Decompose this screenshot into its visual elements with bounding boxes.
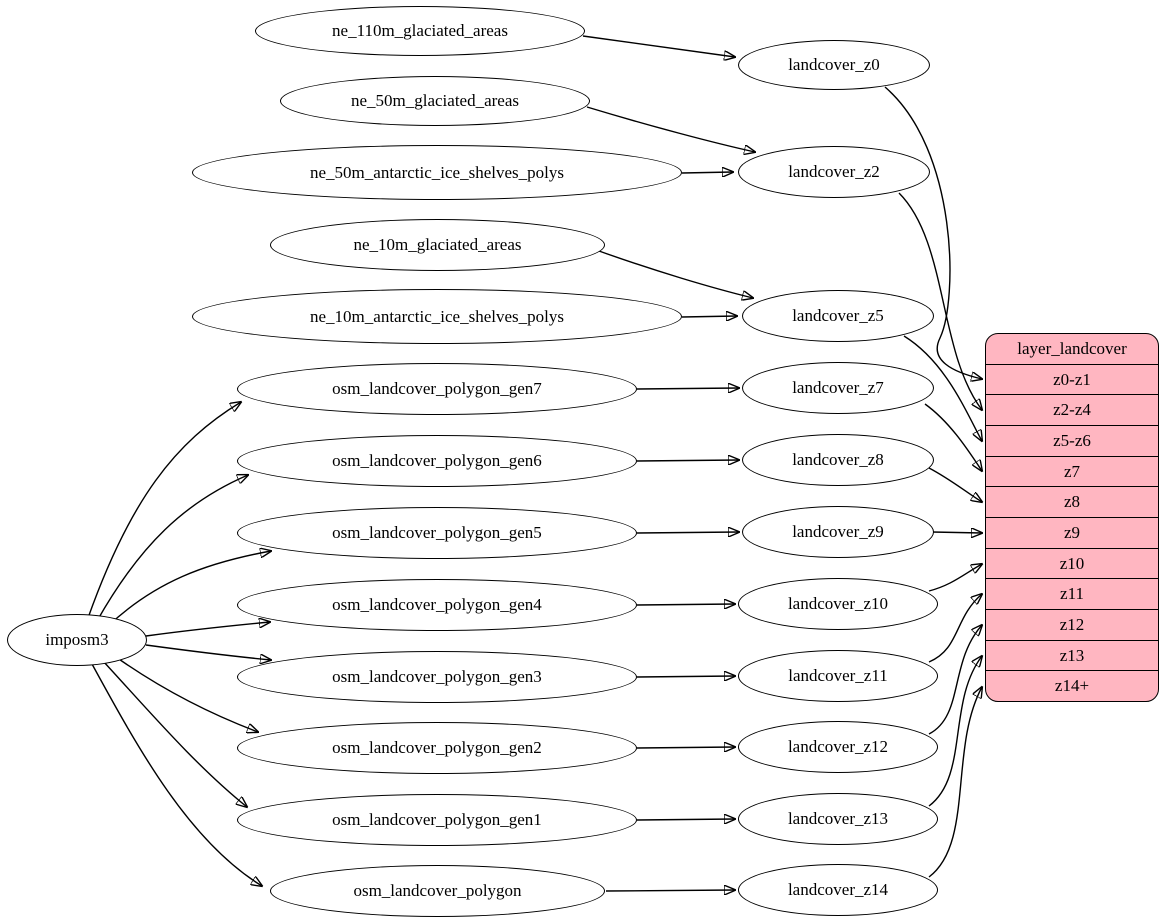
- record-row-z2-z4: z2-z4: [986, 394, 1158, 425]
- record-row-z0-z1: z0-z1: [986, 363, 1158, 395]
- edge-ne110m-to-z0: [582, 35, 735, 57]
- edge-z7-to-row-z7: [924, 403, 982, 471]
- record-row-z8: z8: [986, 486, 1158, 517]
- edge-gen7-to-z7: [636, 388, 739, 389]
- edge-z8-to-row-z8: [928, 467, 982, 502]
- edge-gen4-to-z10: [636, 604, 735, 605]
- record-layer-landcover: layer_landcover z0-z1 z2-z4 z5-z6 z7 z8 …: [985, 333, 1159, 702]
- edge-gen5-to-z9: [636, 532, 739, 533]
- node-landcover-z2: landcover_z2: [738, 146, 930, 198]
- edge-imposm3-to-gen2: [115, 656, 258, 732]
- node-osm-landcover-polygon-gen1: osm_landcover_polygon_gen1: [237, 794, 637, 846]
- node-landcover-z9: landcover_z9: [742, 506, 934, 558]
- node-osm-landcover-polygon-gen6: osm_landcover_polygon_gen6: [237, 435, 637, 487]
- node-ne-110m-glaciated-areas: ne_110m_glaciated_areas: [255, 6, 585, 56]
- record-row-z11: z11: [986, 578, 1158, 609]
- node-ne-50m-glaciated-areas: ne_50m_glaciated_areas: [280, 76, 590, 126]
- node-ne-50m-antarctic-ice-shelves-polys: ne_50m_antarctic_ice_shelves_polys: [192, 145, 682, 200]
- record-row-z13: z13: [986, 639, 1158, 671]
- record-row-z9: z9: [986, 517, 1158, 548]
- edge-z13-to-row-z13: [928, 656, 982, 807]
- record-row-z5-z6: z5-z6: [986, 425, 1158, 456]
- node-osm-landcover-polygon: osm_landcover_polygon: [270, 865, 605, 917]
- edge-z9-to-row-z9: [931, 532, 982, 533]
- record-title: layer_landcover: [1017, 338, 1127, 358]
- record-row-z10: z10: [986, 547, 1158, 579]
- edge-z5-to-row-z5-z6: [903, 335, 982, 441]
- node-landcover-z8: landcover_z8: [742, 434, 934, 486]
- edge-imposm3-to-gen4: [145, 622, 270, 637]
- edge-gen2-to-z12: [636, 747, 735, 748]
- node-landcover-z11: landcover_z11: [738, 650, 938, 702]
- node-landcover-z7: landcover_z7: [742, 362, 934, 414]
- node-landcover-z13: landcover_z13: [738, 793, 938, 845]
- edge-ne10m-antarctic-to-z5: [681, 316, 737, 317]
- edge-ne10m-glaciated-to-z5: [598, 250, 753, 298]
- edge-imposm3-to-gen1: [102, 660, 247, 807]
- edge-z11-to-row-z11: [928, 594, 982, 663]
- edge-gen3-to-z11: [636, 676, 735, 677]
- node-ne-10m-glaciated-areas: ne_10m_glaciated_areas: [270, 219, 605, 271]
- node-osm-landcover-polygon-gen2: osm_landcover_polygon_gen2: [237, 722, 637, 774]
- edge-z10-to-row-z10: [928, 564, 982, 592]
- node-landcover-z0: landcover_z0: [738, 40, 930, 90]
- edge-imposm3-to-gen6: [96, 475, 248, 622]
- edge-imposm3-to-gen5: [107, 551, 271, 627]
- edge-z2-to-row-z2-z4: [898, 192, 982, 410]
- edge-gen1-to-z13: [636, 819, 735, 820]
- record-row-z12: z12: [986, 609, 1158, 640]
- node-imposm3: imposm3: [7, 614, 147, 666]
- edge-ne50m-glaciated-to-z2: [586, 106, 755, 152]
- node-landcover-z14: landcover_z14: [738, 864, 938, 916]
- node-landcover-z12: landcover_z12: [738, 721, 938, 773]
- node-ne-10m-antarctic-ice-shelves-polys: ne_10m_antarctic_ice_shelves_polys: [192, 289, 682, 344]
- node-osm-landcover-polygon-gen4: osm_landcover_polygon_gen4: [237, 579, 637, 631]
- edge-ne50m-antarctic-to-z2: [681, 172, 733, 173]
- edge-imposm3-to-polygon: [91, 663, 262, 886]
- edge-imposm3-to-gen7: [87, 402, 241, 619]
- node-landcover-z10: landcover_z10: [738, 578, 938, 630]
- node-landcover-z5: landcover_z5: [742, 290, 934, 342]
- edge-imposm3-to-gen3: [145, 644, 271, 660]
- edge-z14-to-row-z14plus: [928, 687, 982, 878]
- edge-polygon-to-z14: [605, 890, 735, 891]
- node-osm-landcover-polygon-gen3: osm_landcover_polygon_gen3: [237, 651, 637, 703]
- node-osm-landcover-polygon-gen5: osm_landcover_polygon_gen5: [237, 507, 637, 559]
- node-osm-landcover-polygon-gen7: osm_landcover_polygon_gen7: [237, 363, 637, 415]
- edge-gen6-to-z8: [636, 460, 739, 461]
- record-row-z7: z7: [986, 455, 1158, 487]
- edge-z12-to-row-z12: [928, 625, 982, 735]
- record-row-z14plus: z14+: [986, 670, 1158, 701]
